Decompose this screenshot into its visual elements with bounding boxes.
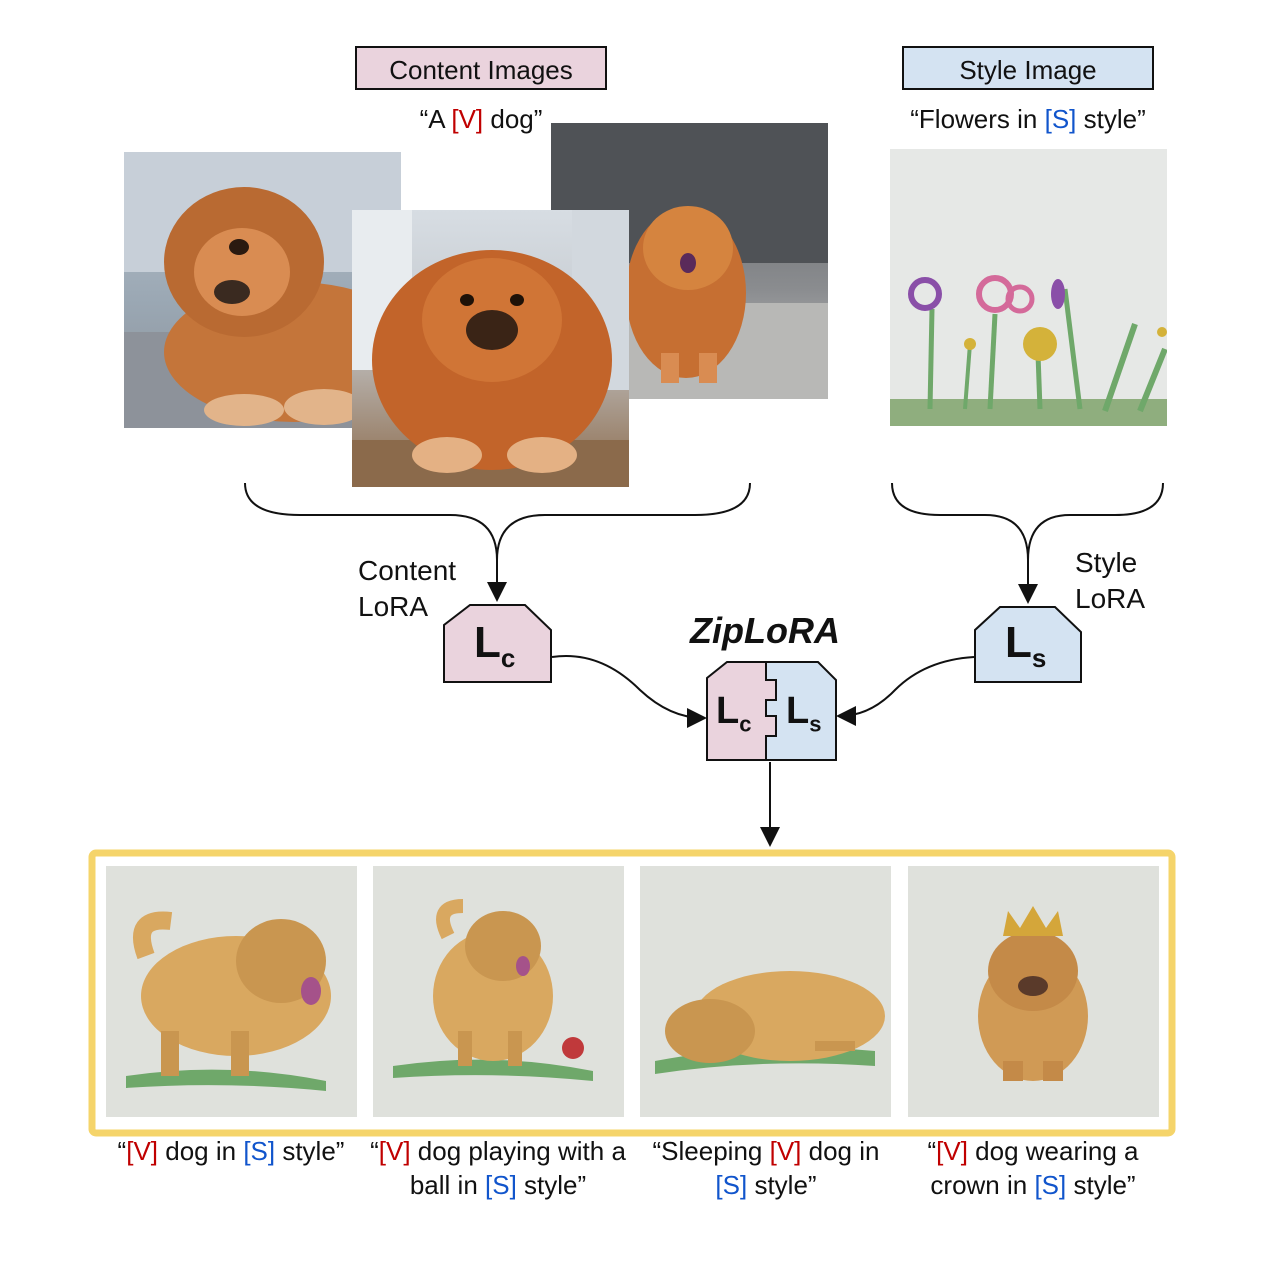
dog-illustration [352, 210, 629, 487]
output-highlight-frame [88, 849, 1176, 1137]
style-lora-symbol: Ls [1005, 618, 1047, 673]
caption-text: dog playing with a ball in [409, 1136, 626, 1200]
caption-text: “Sleeping [652, 1136, 770, 1166]
ziplora-content-symbol: Lc [716, 690, 752, 737]
output-image-dog-crown [908, 866, 1159, 1117]
ziplora-title: ZipLoRA [690, 610, 840, 651]
content-lora-shape [443, 604, 552, 683]
content-images-label: Content Images [355, 46, 607, 90]
style-token: [S] [243, 1136, 276, 1166]
caption-text: “ [927, 1136, 937, 1166]
style-prompt: “Flowers in [S] style” [910, 104, 1146, 134]
caption-text: style” [747, 1170, 817, 1200]
caption-text: dog wearing a crown in [930, 1136, 1139, 1200]
caption-text: “ [370, 1136, 379, 1166]
watercolor-dog [126, 911, 331, 1091]
content-lora-symbol: Lc [474, 618, 516, 673]
content-token: [V] [126, 1136, 159, 1166]
output-caption-1: “[V] dog in [S] style” [101, 1134, 361, 1168]
content-bracket-line [244, 482, 507, 602]
content-prompt: “A [V] dog” [419, 104, 543, 134]
output-image-dog-tongue [106, 866, 357, 1117]
content-photo-chow-front [352, 210, 629, 487]
ziplora-style-symbol: Ls [786, 690, 822, 737]
caption-text: style” [275, 1136, 345, 1166]
caption-text: dog in [801, 1136, 880, 1166]
style-token: [S] [485, 1170, 517, 1200]
style-image-label: Style Image [902, 46, 1154, 90]
style-bracket-line [891, 482, 1038, 604]
output-caption-4: “[V] dog wearing a crown in [S] style” [903, 1134, 1163, 1202]
caption-text: style” [1066, 1170, 1136, 1200]
style-lora-label: Style LoRA [1075, 547, 1146, 614]
output-caption-2: “[V] dog playing with a ball in [S] styl… [368, 1134, 628, 1202]
watercolor-dog [655, 971, 885, 1074]
flowers-painting [890, 275, 1167, 426]
content-token: [V] [769, 1136, 802, 1166]
content-lora-label: Content LoRA [358, 555, 457, 622]
output-image-dog-ball [373, 866, 624, 1117]
watercolor-dog [393, 899, 593, 1081]
style-photo-flowers [890, 149, 1167, 426]
caption-text: “ [117, 1136, 127, 1166]
caption-text: style” [516, 1170, 587, 1200]
output-image-dog-sleeping [640, 866, 891, 1117]
caption-text: dog in [158, 1136, 244, 1166]
content-token: [V] [936, 1136, 968, 1166]
style-to-ziplora-arrow [836, 656, 975, 726]
style-token: [S] [715, 1170, 748, 1200]
crown-icon [1003, 906, 1063, 936]
output-caption-3: “Sleeping [V] dog in [S] style” [636, 1134, 896, 1202]
style-token: [S] [1034, 1170, 1067, 1200]
ziplora-right-piece [765, 661, 837, 761]
content-token: [V] [378, 1136, 411, 1166]
style-lora-shape [974, 606, 1082, 683]
content-to-ziplora-arrow [551, 655, 707, 728]
watercolor-dog [978, 906, 1088, 1081]
